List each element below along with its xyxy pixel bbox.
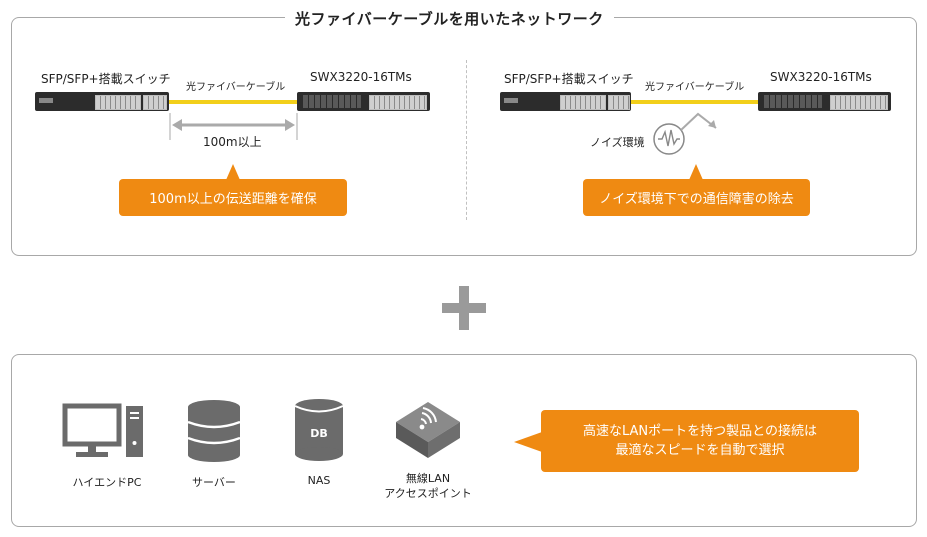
device-label-pc: ハイエンドPC xyxy=(72,476,142,489)
left-switch-b-label: SWX3220-16TMs xyxy=(310,70,412,84)
left-swx3220-switch xyxy=(297,92,430,111)
distance-label: 100m以上 xyxy=(203,135,262,149)
desktop-pc-icon xyxy=(62,403,143,457)
top-panel xyxy=(11,17,917,256)
left-switch-a-label: SFP/SFP+搭載スイッチ xyxy=(41,72,171,86)
server-icon xyxy=(187,400,241,462)
device-label-ap-line2: アクセスポイント xyxy=(384,487,472,500)
top-panel-title: 光ファイバーケーブルを用いたネットワーク xyxy=(285,8,614,29)
right-callout-pointer xyxy=(689,164,703,180)
nas-icon-text: DB xyxy=(310,427,328,440)
bottom-callout-line2: 最適なスピードを自動で選択 xyxy=(615,443,785,458)
noise-icon xyxy=(653,112,717,155)
device-label-nas: NAS xyxy=(307,474,331,487)
right-cable-label: 光ファイバーケーブル xyxy=(645,82,745,93)
right-callout: ノイズ環境下での通信障害の除去 xyxy=(583,179,810,216)
right-switch-b-label: SWX3220-16TMs xyxy=(770,70,872,84)
device-label-ap-line1: 無線LAN xyxy=(405,472,451,485)
wireless-ap-icon xyxy=(396,402,460,458)
device-label-server: サーバー xyxy=(192,476,236,489)
distance-arrow xyxy=(169,113,298,140)
top-panel-divider xyxy=(466,60,467,220)
plus-icon xyxy=(442,286,486,330)
right-fiber-cable xyxy=(631,100,758,104)
left-sfp-switch xyxy=(35,92,169,111)
right-sfp-switch xyxy=(500,92,631,111)
bottom-callout: 高速なLANポートを持つ製品との接続は 最適なスピードを自動で選択 xyxy=(541,410,859,472)
bottom-callout-pointer xyxy=(514,432,542,452)
bottom-callout-line1: 高速なLANポートを持つ製品との接続は xyxy=(582,424,818,439)
right-swx3220-switch xyxy=(758,92,891,111)
left-cable-label: 光ファイバーケーブル xyxy=(186,82,286,93)
left-fiber-cable xyxy=(169,100,297,104)
left-callout: 100m以上の伝送距離を確保 xyxy=(119,179,347,216)
nas-database-icon xyxy=(294,399,344,461)
right-switch-a-label: SFP/SFP+搭載スイッチ xyxy=(504,72,634,86)
noise-label: ノイズ環境 xyxy=(590,136,645,149)
left-callout-pointer xyxy=(226,164,240,180)
